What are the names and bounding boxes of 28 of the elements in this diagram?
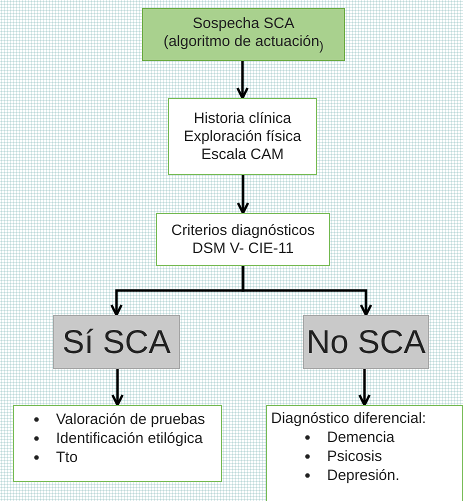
outcome-box	[53, 315, 180, 369]
node-text: No SCA	[306, 322, 426, 362]
node-text: Sospecha SCA	[192, 14, 294, 32]
process-box	[13, 405, 222, 482]
bullet-item: Valoración de pruebas	[56, 411, 205, 428]
start-box	[142, 8, 345, 61]
bullet-item: Demencia	[327, 429, 395, 446]
arrow	[111, 369, 124, 406]
arrow	[236, 61, 249, 100]
node-text: DSM V- CIE-11	[192, 240, 294, 258]
outcome-box	[303, 315, 429, 369]
process-box	[156, 213, 330, 266]
node-text: (algoritmo de actuación$_{)}$	[163, 32, 324, 54]
arrow	[236, 175, 250, 214]
list-heading: Diagnóstico diferencial:	[271, 410, 426, 428]
node-text: Criterios diagnósticos	[171, 222, 315, 240]
arrow	[242, 266, 372, 316]
node-text: Exploración física	[184, 128, 302, 146]
node-text: Escala CAM	[201, 146, 284, 164]
bullet-item: Identificación etilógica	[56, 430, 203, 447]
node-text: Historia clínica	[194, 110, 292, 128]
bullet-item: Depresión.	[327, 467, 400, 484]
bullet-item: Tto	[56, 449, 78, 466]
process-box	[266, 405, 463, 501]
arrow	[358, 369, 371, 406]
bullet-item: Psicosis	[327, 448, 382, 465]
process-box	[168, 98, 317, 175]
node-text: Sí SCA	[62, 322, 171, 362]
